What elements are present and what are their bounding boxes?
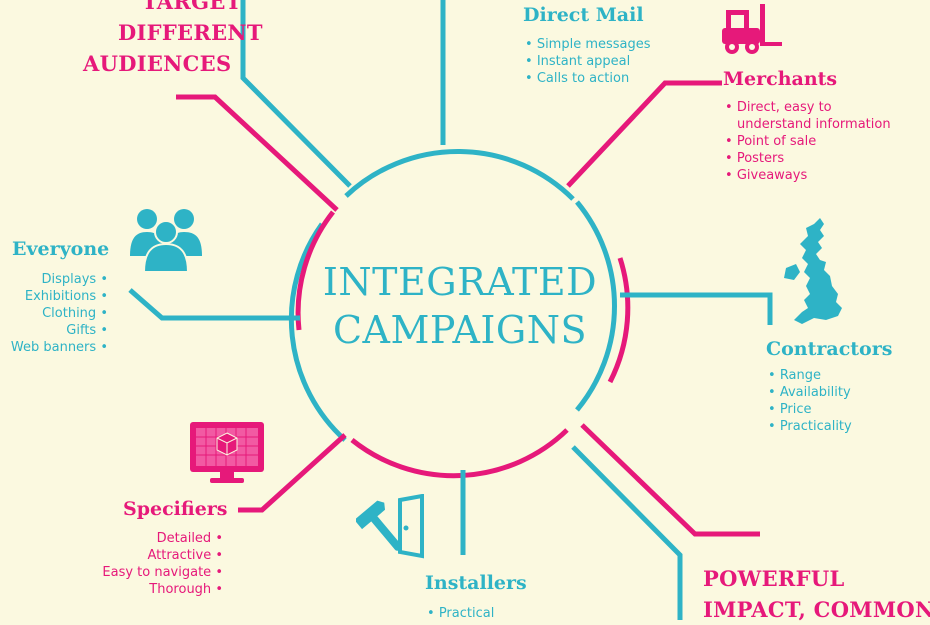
list-item: Simple messages [525, 36, 651, 53]
merchants-list: Direct, easy to understand information P… [725, 99, 905, 184]
connector-pink-bottomright [580, 423, 760, 537]
everyone-list: Displays Exhibitions Clothing Gifts Web … [0, 271, 108, 356]
statement-line1: TARGET [142, 0, 242, 14]
installers-title: Installers [425, 572, 527, 594]
list-item: Point of sale [725, 133, 905, 150]
contractors-list: Range Availability Price Practicality [768, 367, 852, 435]
installers-list: Practical [427, 605, 495, 622]
list-item: Practical [427, 605, 495, 622]
list-item: Clothing [0, 305, 108, 322]
list-item: Price [768, 401, 852, 418]
direct-mail-title: Direct Mail [523, 4, 644, 26]
hammer-door-icon [356, 494, 424, 559]
uk-map-icon [784, 218, 842, 324]
connector-pink-merchants [566, 80, 722, 188]
circle-arc-teal-top [344, 148, 575, 201]
circle-arc-teal-right [575, 200, 617, 412]
contractors-title: Contractors [766, 338, 893, 360]
connector-pink-specifiers [238, 433, 347, 513]
list-item: Displays [0, 271, 108, 288]
statement-line3: AUDIENCES [83, 51, 232, 76]
list-item: Direct, easy to understand information [725, 99, 905, 133]
list-item: Detailed [60, 530, 223, 547]
people-group-icon [130, 209, 202, 272]
list-item: Thorough [60, 581, 223, 598]
list-item: Instant appeal [525, 53, 651, 70]
center-title-line1: INTEGRATED [322, 260, 598, 304]
everyone-title: Everyone [12, 238, 110, 260]
statement-powerful-impact: POWERFUL IMPACT, COMMON [703, 563, 930, 625]
list-item: Easy to navigate [60, 564, 223, 581]
circle-arc-pink-right [607, 257, 631, 384]
connector-pink-topleft [176, 94, 339, 212]
connector-teal-topleft [240, 0, 352, 188]
list-item: Practicality [768, 418, 852, 435]
statement-line1: POWERFUL [703, 566, 845, 591]
list-item: Availability [768, 384, 852, 401]
connector-teal-bottomright [571, 445, 683, 620]
circle-arc-pink-bottom [350, 428, 569, 479]
statement-target-audiences: TARGET DIFFERENT AUDIENCES [83, 0, 263, 79]
list-item: Calls to action [525, 70, 651, 87]
connector-teal-everyone [128, 288, 300, 321]
merchants-title: Merchants [723, 68, 838, 90]
list-item: Range [768, 367, 852, 384]
monitor-cube-icon [190, 422, 264, 483]
list-item: Attractive [60, 547, 223, 564]
specifiers-list: Detailed Attractive Easy to navigate Tho… [60, 530, 223, 598]
forklift-icon [722, 4, 782, 54]
direct-mail-list: Simple messages Instant appeal Calls to … [525, 36, 651, 87]
list-item: Web banners [0, 339, 108, 356]
specifiers-title: Specifiers [123, 498, 228, 520]
statement-line2: IMPACT, COMMON [703, 597, 930, 622]
circle-arc-teal-left [288, 222, 347, 442]
connector-teal-contractors [620, 292, 773, 325]
list-item: Gifts [0, 322, 108, 339]
center-title-line2: CAMPAIGNS [332, 308, 588, 352]
list-item: Exhibitions [0, 288, 108, 305]
list-item: Posters [725, 150, 905, 167]
list-item: Giveaways [725, 167, 905, 184]
center-title: INTEGRATED CAMPAIGNS [300, 258, 620, 354]
statement-line2: DIFFERENT [118, 20, 263, 45]
